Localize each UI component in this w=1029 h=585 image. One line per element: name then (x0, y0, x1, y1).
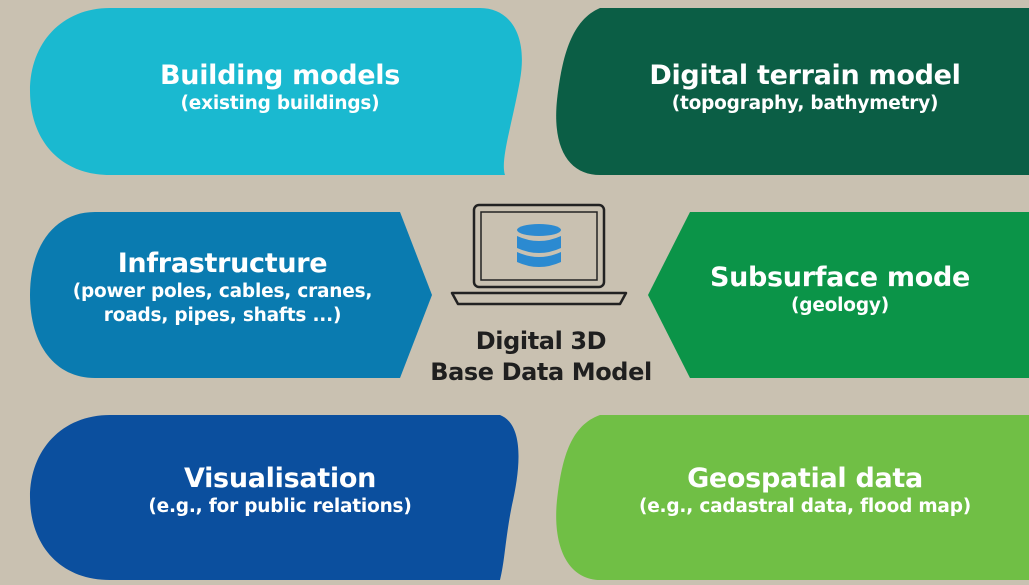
database-icon (517, 224, 561, 267)
digital-terrain-title: Digital terrain model (649, 60, 961, 91)
building-models-subtitle: (existing buildings) (180, 93, 380, 114)
subsurface-subtitle: (geology) (791, 295, 889, 316)
visualisation-block: Visualisation (e.g., for public relation… (30, 463, 530, 519)
geospatial-block: Geospatial data (e.g., cadastral data, f… (555, 463, 1029, 519)
infrastructure-subtitle-line2: roads, pipes, shafts ...) (103, 305, 342, 326)
digital-terrain-block: Digital terrain model (topography, bathy… (555, 60, 1029, 116)
geospatial-title: Geospatial data (687, 463, 923, 494)
subsurface-title: Subsurface mode (709, 262, 971, 293)
visualisation-title: Visualisation (183, 463, 377, 494)
infrastructure-shape (30, 212, 432, 378)
visualisation-shape (30, 415, 519, 580)
center-label-line1: Digital 3D (475, 327, 607, 355)
building-models-block: Building models (existing buildings) (30, 60, 530, 116)
digital-terrain-subtitle: (topography, bathymetry) (671, 93, 939, 114)
infrastructure-block: Infrastructure (power poles, cables, cra… (20, 248, 425, 328)
center-label: Digital 3D Base Data Model (398, 326, 684, 388)
digital-terrain-shape (556, 8, 1029, 175)
building-models-shape (30, 8, 522, 175)
geospatial-shape (556, 415, 1029, 580)
center-label-line2: Base Data Model (430, 358, 652, 386)
subsurface-block: Subsurface mode (geology) (640, 262, 1029, 318)
subsurface-shape (648, 212, 1029, 378)
visualisation-subtitle: (e.g., for public relations) (148, 496, 412, 517)
building-models-title: Building models (160, 60, 400, 91)
infrastructure-title: Infrastructure (117, 248, 328, 279)
geospatial-subtitle: (e.g., cadastral data, flood map) (638, 496, 972, 517)
infrastructure-subtitle-line1: (power poles, cables, cranes, (72, 281, 373, 302)
laptop-database-icon (450, 203, 628, 306)
